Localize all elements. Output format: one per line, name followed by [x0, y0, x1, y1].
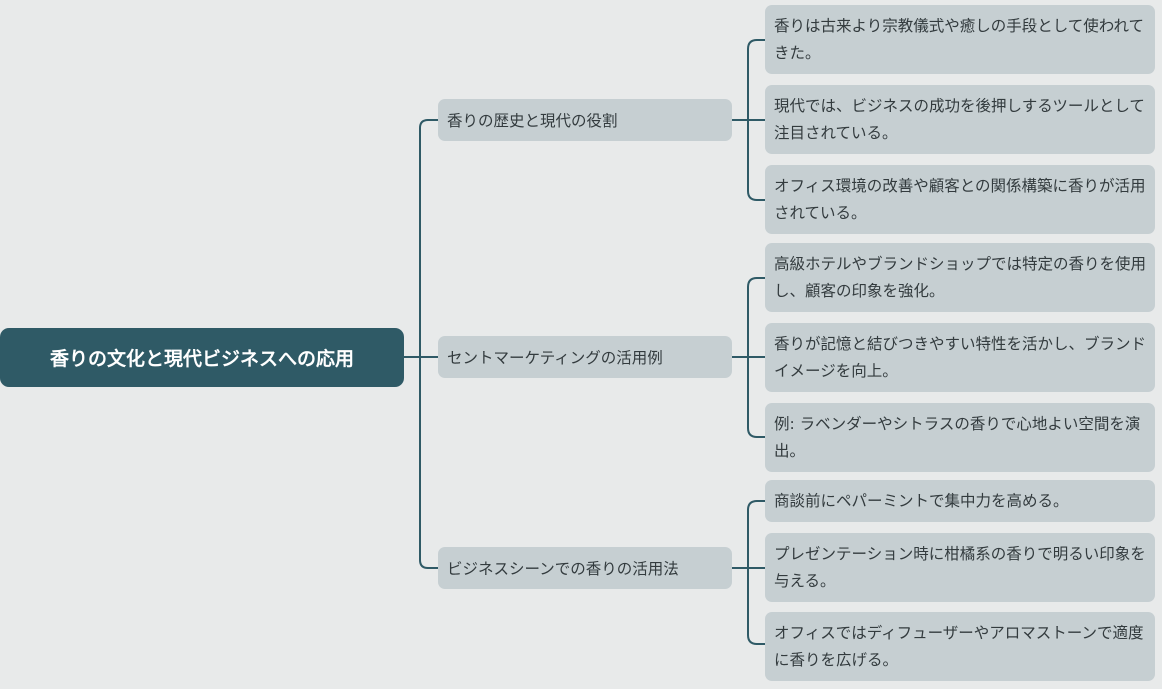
leaf-node-text: オフィスではディフューザーやアロマストーンで適度に香りを広げる。	[774, 624, 1144, 669]
leaf-node[interactable]: 例: ラベンダーやシトラスの香りで心地よい空間を演出。	[765, 403, 1155, 472]
leaf-node-text: 香りが記憶と結びつきやすい特性を活かし、ブランドイメージを向上。	[774, 335, 1147, 380]
leaf-node-text: 例: ラベンダーやシトラスの香りで心地よい空間を演出。	[774, 415, 1141, 460]
leaf-node-text: 香りは古来より宗教儀式や癒しの手段として使われてきた。	[774, 17, 1144, 62]
leaf-node[interactable]: プレゼンテーション時に柑橘系の香りで明るい印象を与える。	[765, 533, 1155, 602]
leaf-node[interactable]: オフィス環境の改善や顧客との関係構築に香りが活用されている。	[765, 165, 1155, 234]
leaf-node[interactable]: 香りは古来より宗教儀式や癒しの手段として使われてきた。	[765, 5, 1155, 74]
leaf-node[interactable]: 香りが記憶と結びつきやすい特性を活かし、ブランドイメージを向上。	[765, 323, 1155, 392]
leaf-node[interactable]: 高級ホテルやブランドショップでは特定の香りを使用し、顧客の印象を強化。	[765, 243, 1155, 312]
branch-node-label: 香りの歴史と現代の役割	[447, 112, 618, 130]
leaf-node-text: オフィス環境の改善や顧客との関係構築に香りが活用されている。	[774, 177, 1146, 222]
leaf-node-text: 商談前にペパーミントで集中力を高める。	[774, 492, 1069, 510]
branch-node-scent-marketing[interactable]: セントマーケティングの活用例	[438, 336, 732, 378]
leaf-node-text: プレゼンテーション時に柑橘系の香りで明るい印象を与える。	[774, 545, 1146, 590]
branch-node-history[interactable]: 香りの歴史と現代の役割	[438, 99, 732, 141]
leaf-node[interactable]: 商談前にペパーミントで集中力を高める。	[765, 480, 1155, 522]
branch-node-business-scenes[interactable]: ビジネスシーンでの香りの活用法	[438, 547, 732, 589]
leaf-node-text: 高級ホテルやブランドショップでは特定の香りを使用し、顧客の印象を強化。	[774, 255, 1147, 300]
leaf-node[interactable]: オフィスではディフューザーやアロマストーンで適度に香りを広げる。	[765, 612, 1155, 681]
branch-node-label: セントマーケティングの活用例	[447, 349, 663, 367]
root-node-label: 香りの文化と現代ビジネスへの応用	[49, 348, 354, 370]
branch-node-label: ビジネスシーンでの香りの活用法	[447, 560, 679, 578]
root-node[interactable]: 香りの文化と現代ビジネスへの応用	[0, 328, 404, 387]
leaf-node[interactable]: 現代では、ビジネスの成功を後押しするツールとして注目されている。	[765, 85, 1155, 154]
leaf-node-text: 現代では、ビジネスの成功を後押しするツールとして注目されている。	[774, 97, 1145, 142]
